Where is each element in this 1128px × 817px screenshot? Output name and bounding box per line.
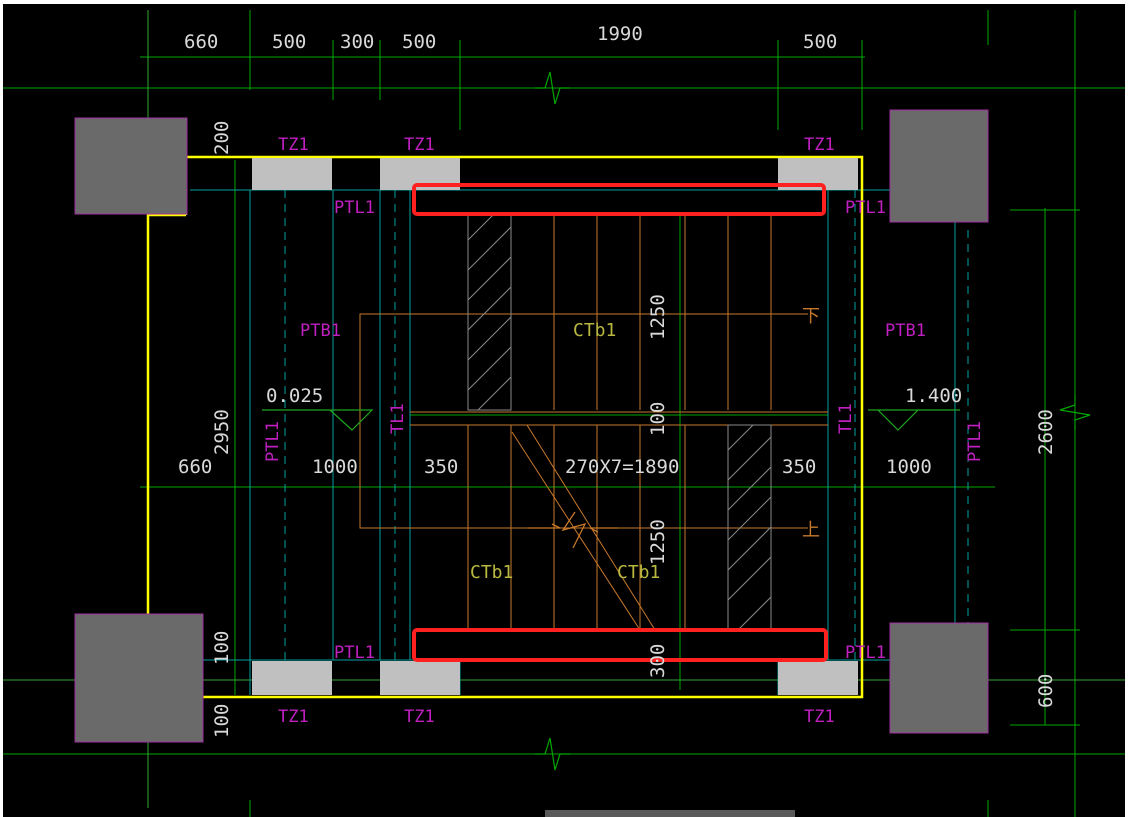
label-tz-bottom-1: TZ1 — [278, 707, 309, 727]
grid-lines — [3, 10, 1125, 817]
level-right: 1.400 — [905, 385, 962, 407]
highlight-top-beam — [412, 183, 826, 216]
dim-flight-300: 300 — [647, 644, 669, 678]
dim-left-200: 200 — [211, 121, 233, 155]
dim-top-2: 500 — [272, 31, 306, 53]
label-up: 上 — [802, 520, 820, 541]
highlight-bottom-beam — [412, 628, 828, 662]
label-ctb-bottom-left: CTb1 — [470, 562, 513, 583]
dim-flight-100: 100 — [647, 402, 669, 436]
label-tz-bottom-3: TZ1 — [804, 707, 835, 727]
label-tz-top-3: TZ1 — [804, 135, 835, 155]
dim-right-2600: 2600 — [1035, 409, 1057, 455]
label-ptb-left: PTB1 — [300, 321, 341, 341]
column-top-right — [889, 109, 989, 223]
break-line-icon — [535, 71, 1091, 771]
label-ctb-bottom-right: CTb1 — [617, 562, 660, 583]
dim-right-600: 600 — [1035, 674, 1057, 708]
dim-top-6: 500 — [803, 31, 837, 53]
dim-top-3: 300 — [340, 31, 374, 53]
label-ptb-right: PTB1 — [885, 321, 926, 341]
level-left: 0.025 — [266, 385, 323, 407]
dim-top-4: 500 — [402, 31, 436, 53]
flight-arrow-icon — [528, 511, 618, 549]
label-ptl-bottom-right: PTL1 — [845, 643, 886, 663]
level-marker-icon — [262, 409, 960, 431]
column-bottom-left — [74, 613, 204, 743]
dim-mid-4: 270X7=1890 — [565, 456, 679, 478]
tz-pads — [252, 158, 858, 695]
label-tl-right: TL1 — [836, 403, 856, 434]
columns — [74, 109, 989, 743]
label-down: 下 — [802, 306, 820, 327]
label-ptl-top-left: PTL1 — [334, 198, 375, 218]
label-ptl-top-right: PTL1 — [845, 198, 886, 218]
label-ptl-left-vertical: PTL1 — [263, 421, 283, 462]
dim-mid-5: 350 — [782, 456, 816, 478]
dim-flight-1250b: 1250 — [647, 519, 669, 565]
dim-left-2950: 2950 — [211, 409, 233, 455]
label-tz-top-2: TZ1 — [404, 135, 435, 155]
dim-left-100a: 100 — [211, 631, 233, 665]
dim-flight-1250a: 1250 — [647, 294, 669, 340]
label-ctb-top: CTb1 — [573, 320, 616, 341]
highlight-boxes — [412, 183, 828, 662]
dim-mid-3: 350 — [424, 456, 458, 478]
dim-mid-6: 1000 — [886, 456, 932, 478]
dim-mid-1: 660 — [178, 456, 212, 478]
dim-mid-2: 1000 — [312, 456, 358, 478]
status-strip — [545, 810, 795, 817]
label-tz-top-1: TZ1 — [278, 135, 309, 155]
label-ptl-bottom-left: PTL1 — [334, 643, 375, 663]
column-top-left — [74, 117, 188, 215]
label-tz-bottom-2: TZ1 — [404, 707, 435, 727]
dim-top-5: 1990 — [597, 23, 643, 45]
column-bottom-right — [889, 622, 989, 734]
label-ptl-right-vertical: PTL1 — [965, 421, 985, 462]
dim-top-1: 660 — [184, 31, 218, 53]
label-tl-left: TL1 — [388, 403, 408, 434]
dim-left-100b: 100 — [211, 704, 233, 738]
